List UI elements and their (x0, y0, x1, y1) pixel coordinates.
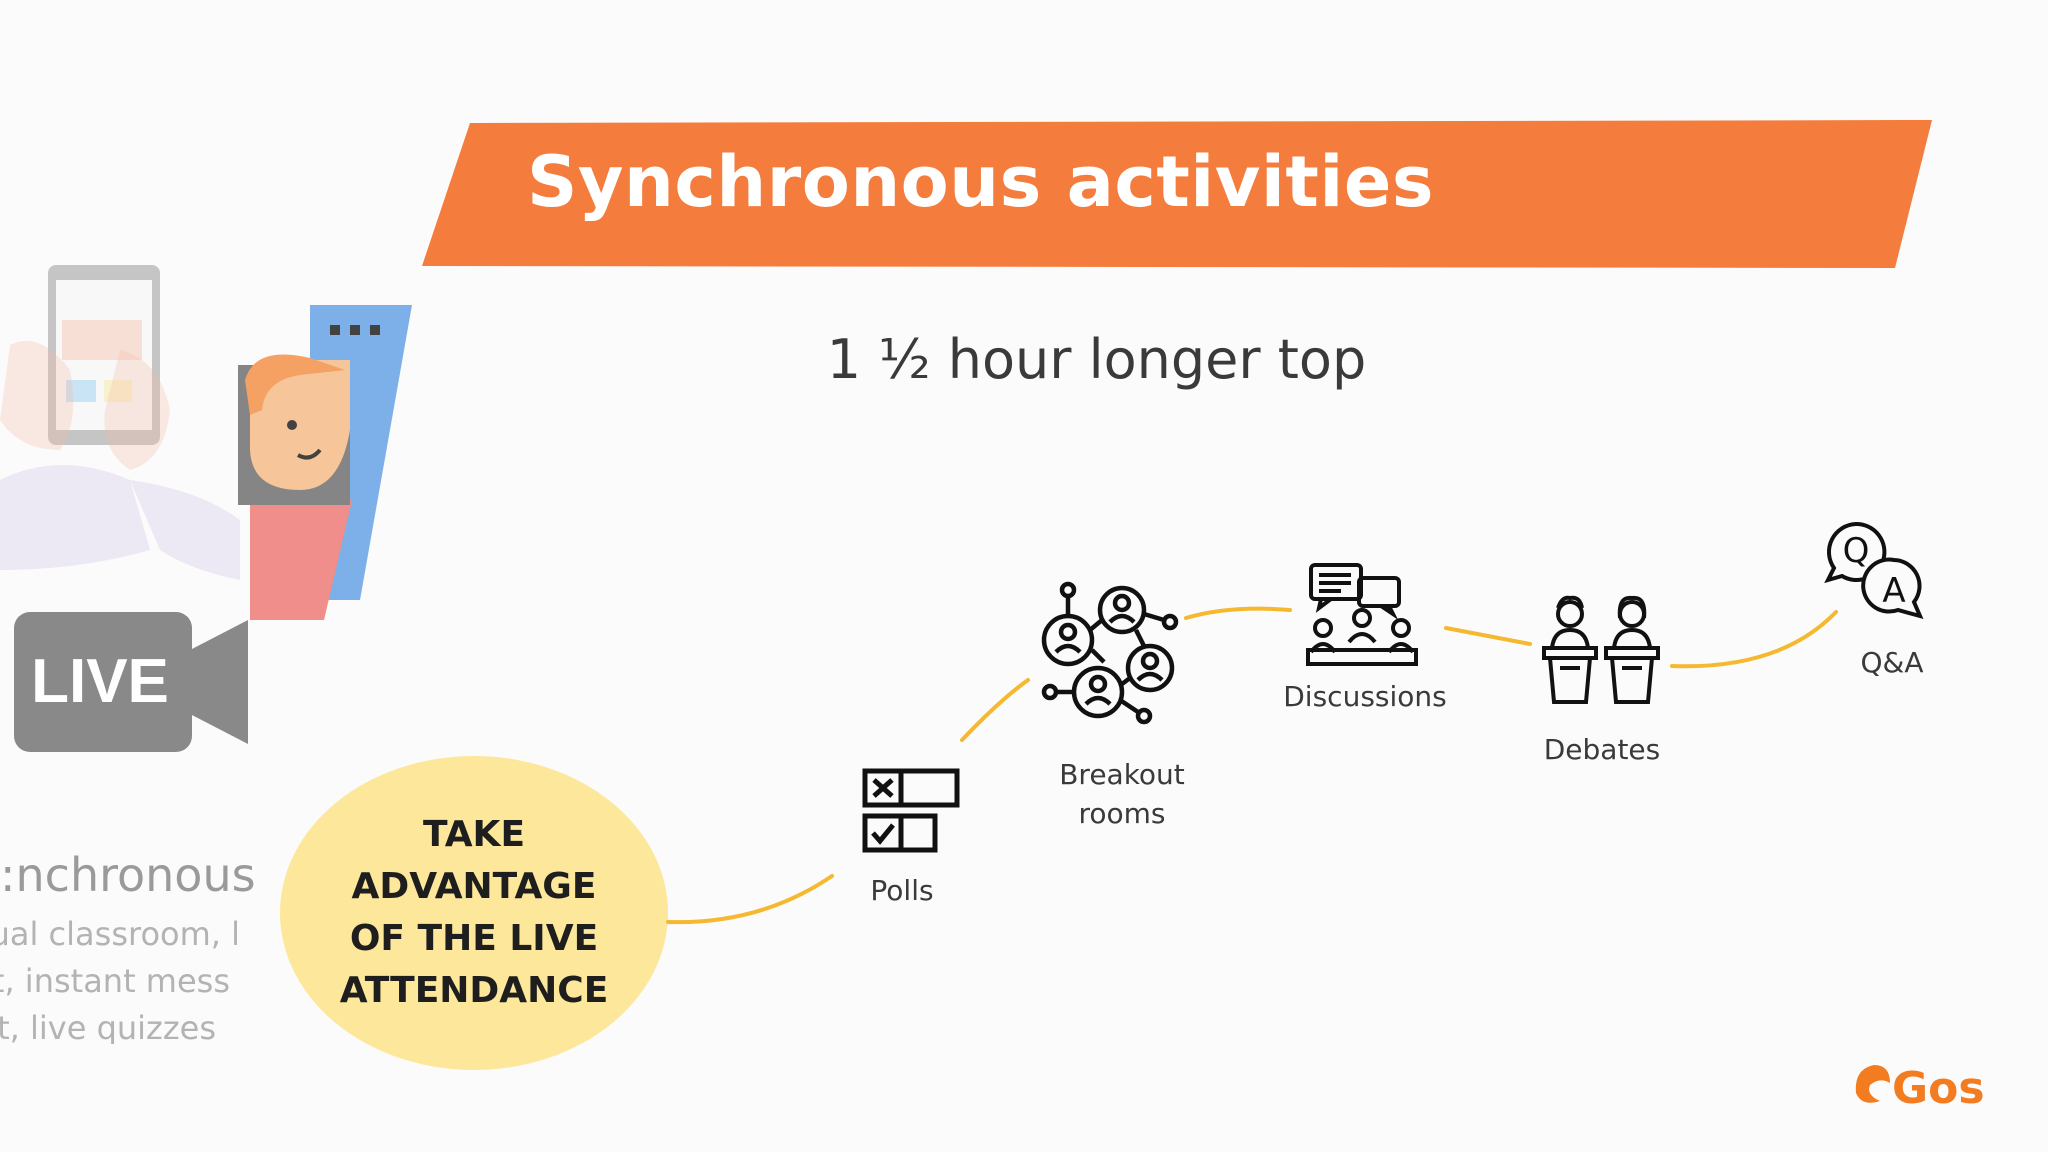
svg-text:LIVE: LIVE (31, 647, 169, 716)
faded-text-line: tual classroom, l (0, 918, 240, 950)
presenter-avatar-icon (238, 354, 352, 620)
activity-label: Debates (1543, 733, 1661, 766)
bubble-line: ATTENDANCE (339, 970, 609, 1011)
discussion-table-icon (1305, 562, 1419, 668)
debate-podium-icon (1540, 592, 1662, 706)
svg-text:A: A (1882, 571, 1905, 611)
bubble-line: TAKE (422, 814, 526, 855)
live-stream-illustration: LIVE (0, 265, 412, 752)
logo-mark-icon (1855, 1065, 1890, 1103)
activity-label: Breakout (1059, 758, 1185, 791)
poll-checkbox-icon (862, 768, 960, 854)
hands-icon (0, 340, 240, 580)
activity-label: Discussions (1283, 680, 1447, 713)
slide-title: Synchronous activities (527, 141, 1435, 223)
qa-speech-bubble-icon: Q A (1822, 518, 1926, 622)
live-camera-icon: LIVE (14, 612, 248, 752)
activity-label: Q&A (1860, 646, 1924, 679)
faded-text-line: t, instant mess (0, 965, 230, 997)
bubble-line: ADVANTAGE (351, 866, 597, 907)
activity-label: Polls (870, 874, 934, 907)
call-to-action-bubble: TAKE ADVANTAGE OF THE LIVE ATTENDANCE (280, 756, 668, 1070)
breakout-network-icon (1040, 580, 1182, 725)
faded-heading: nchronous: (0, 852, 256, 898)
slide-subtitle: 1 ½ hour longer top (826, 328, 1367, 391)
brand-logo: Gos (1855, 1063, 1985, 1114)
svg-text:Q: Q (1843, 531, 1870, 571)
svg-text:Gos: Gos (1892, 1063, 1985, 1114)
activity-label: rooms (1078, 797, 1166, 830)
faded-text-line: t, live quizzes, (0, 1012, 216, 1044)
bubble-line: OF THE LIVE (349, 918, 599, 959)
smartphone-icon (48, 265, 160, 445)
